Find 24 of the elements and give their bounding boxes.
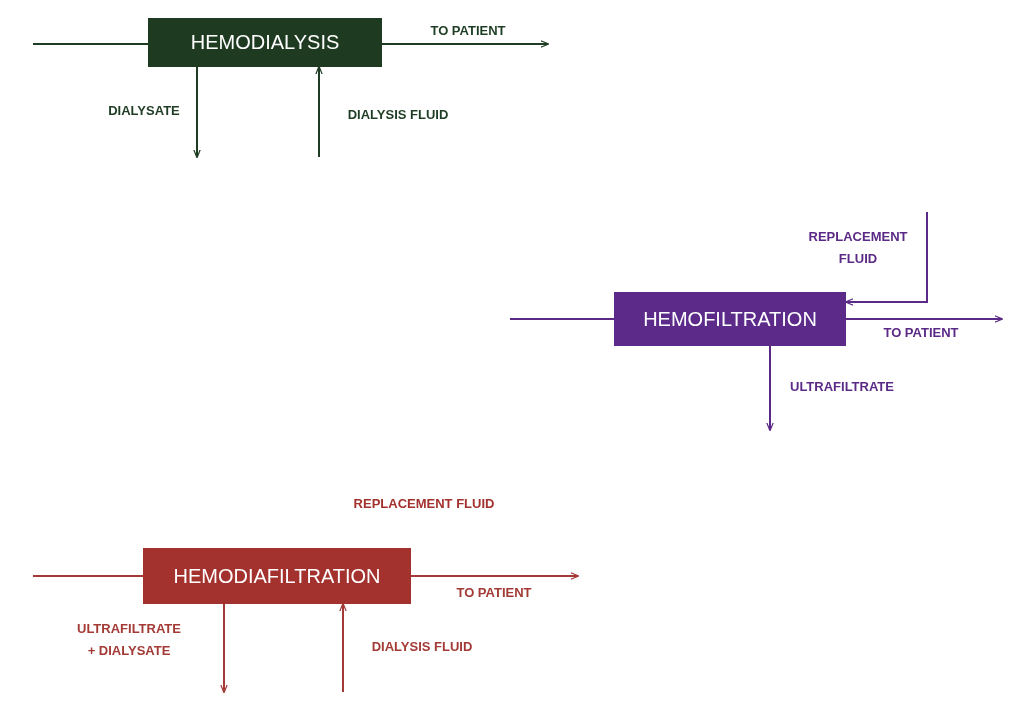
process-box: HEMODIALYSIS (148, 18, 382, 67)
arrow (193, 66, 201, 159)
edge-label: REPLACEMENT FLUID (807, 228, 909, 268)
connector-line (32, 575, 144, 577)
edge-label: ULTRAFILTRATE (789, 378, 895, 396)
annotation-text: REPLACEMENT FLUID (352, 495, 496, 513)
edge-label: ULTRAFILTRATE + DIALYSATE (76, 620, 182, 660)
arrow (220, 603, 228, 694)
connector-line (32, 43, 149, 45)
edge-label: DIALYSIS FLUID (370, 638, 474, 656)
process-box: HEMODIAFILTRATION (143, 548, 411, 604)
arrow (315, 65, 323, 158)
arrow (410, 572, 580, 580)
arrow (766, 345, 774, 432)
edge-label: DIALYSATE (107, 102, 181, 120)
arrow (339, 602, 347, 693)
edge-label: DIALYSIS FLUID (346, 106, 450, 124)
edge-label: TO PATIENT (882, 324, 960, 342)
process-box: HEMOFILTRATION (614, 292, 846, 346)
connector-line (509, 318, 615, 320)
edge-label: TO PATIENT (455, 584, 533, 602)
arrow (845, 315, 1004, 323)
edge-label: TO PATIENT (429, 22, 507, 40)
arrow (381, 40, 550, 48)
